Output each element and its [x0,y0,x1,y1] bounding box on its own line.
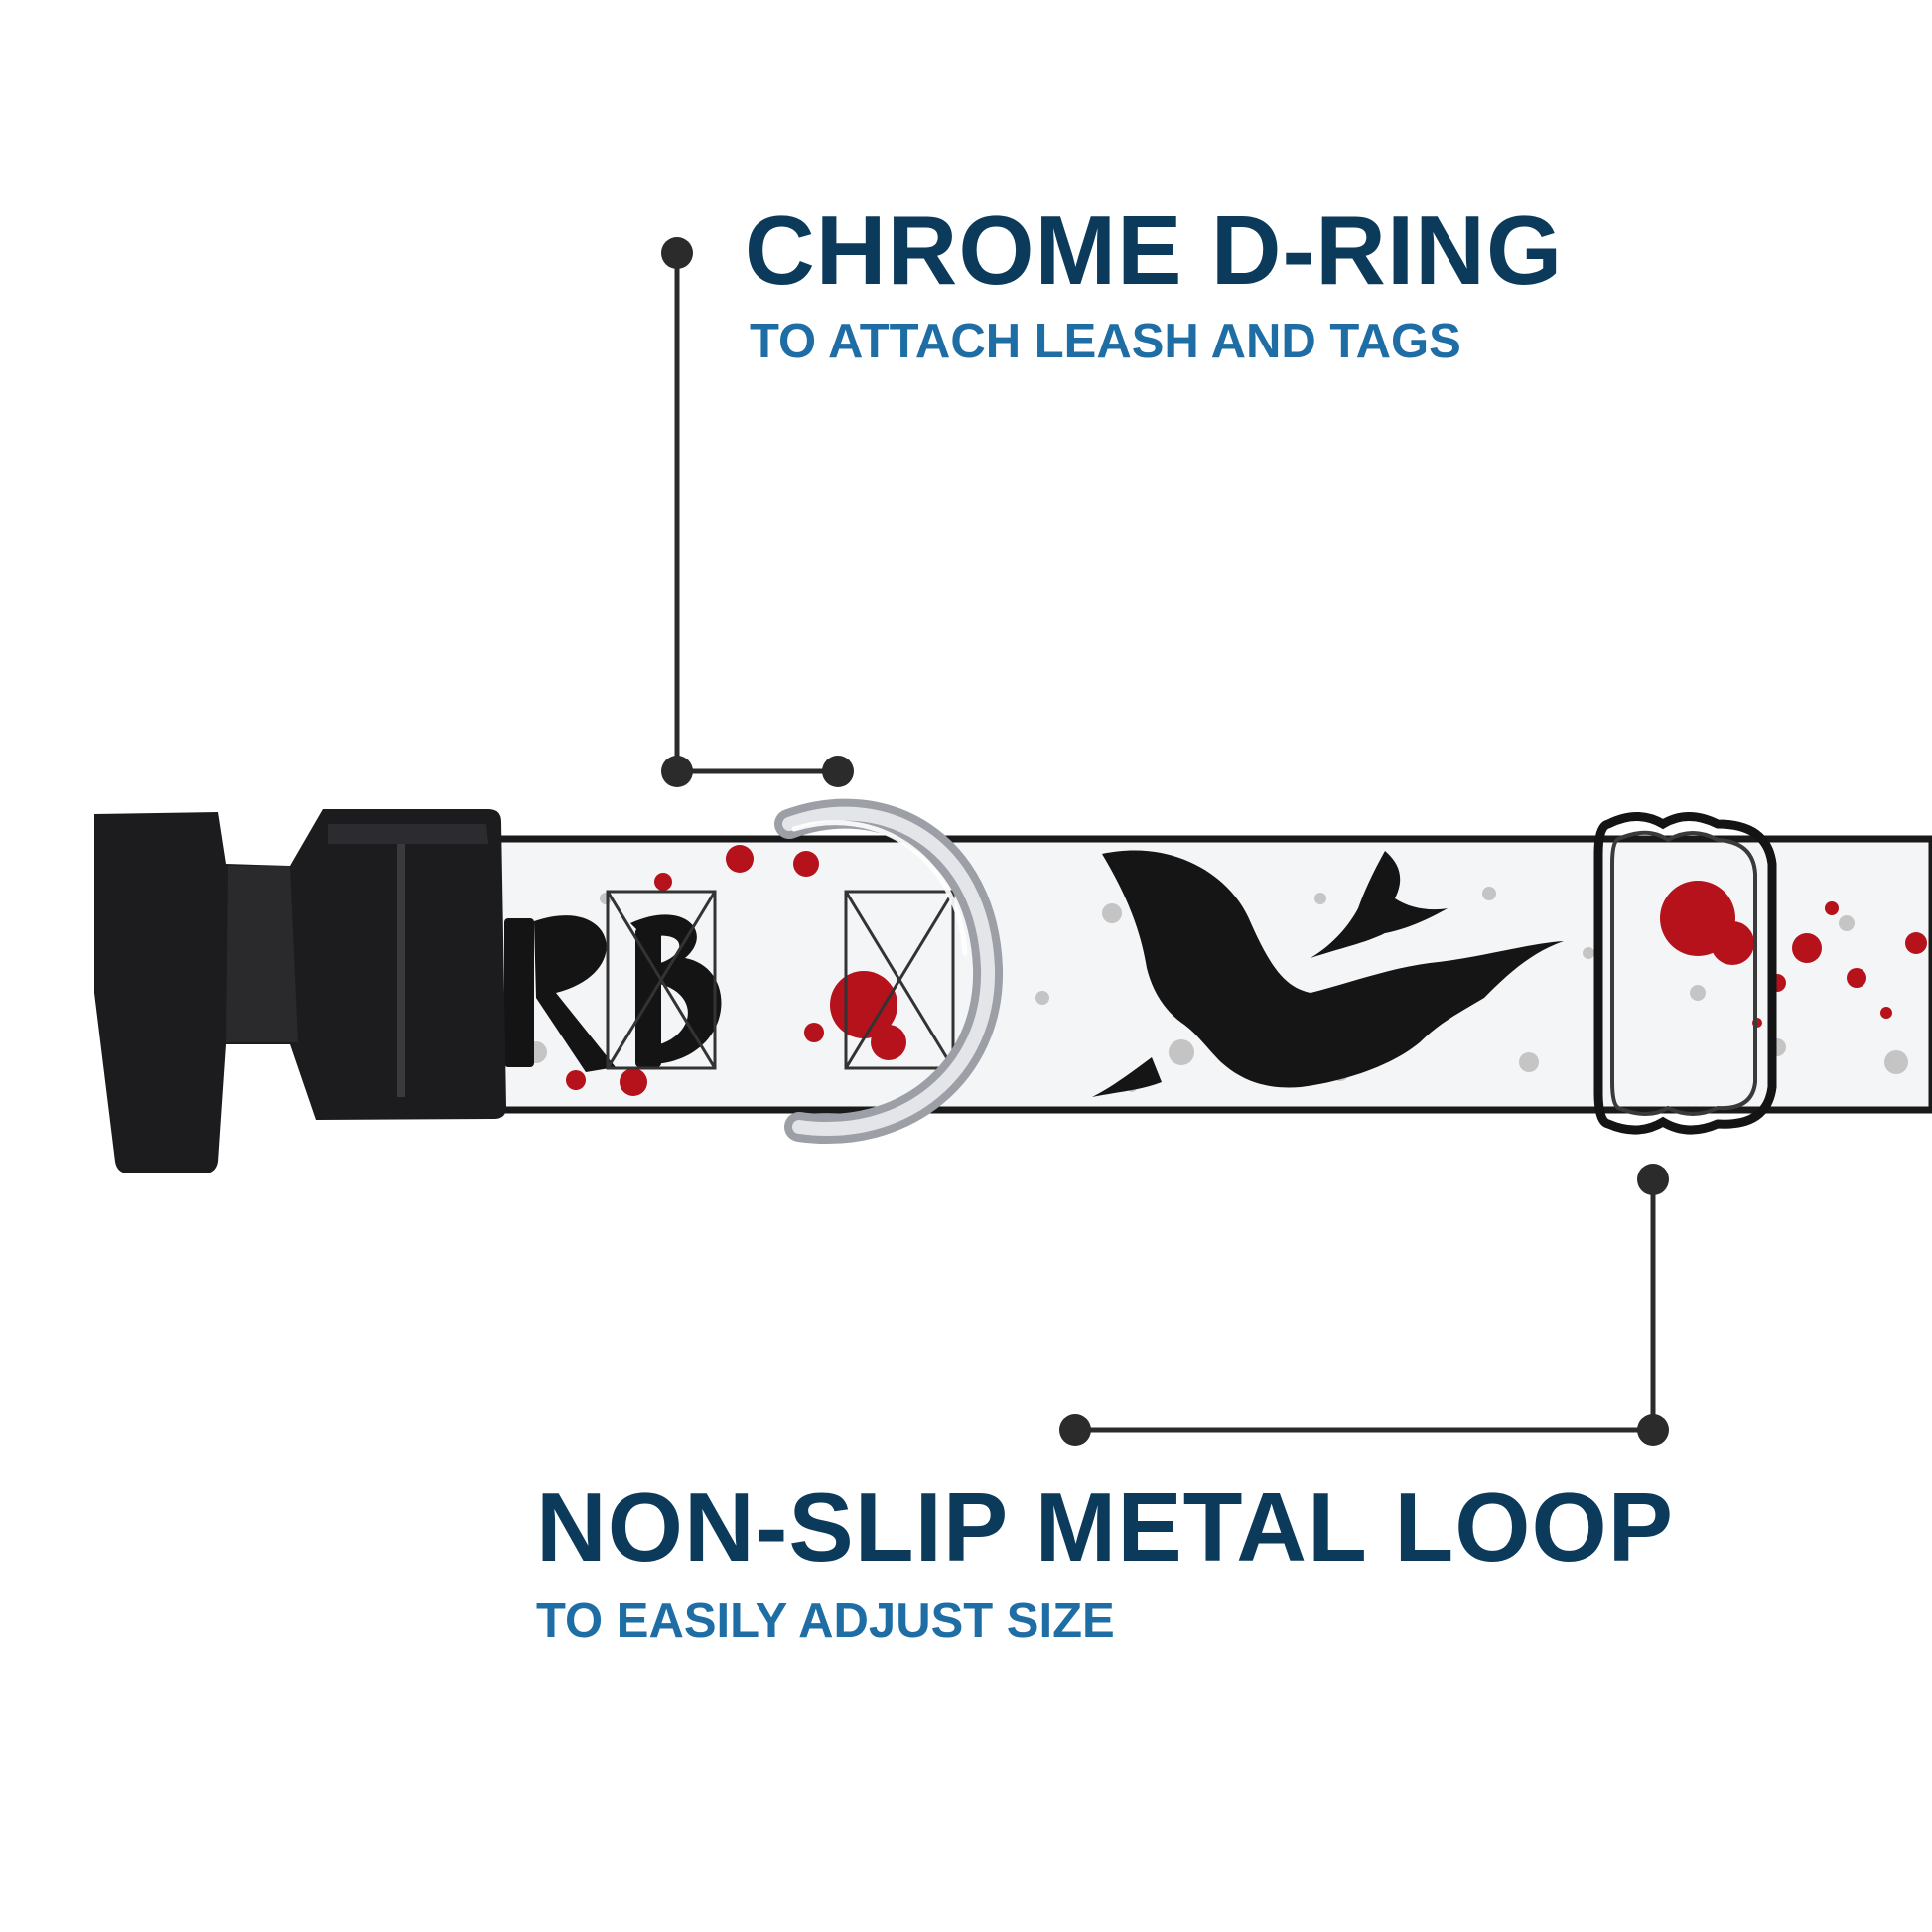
bat-silhouette-icon [1092,850,1564,1097]
leader-dot-d-ring-end [822,756,854,787]
metal-loop-callout-title: NON-SLIP METAL LOOP [536,1472,1675,1582]
leader-dot-d-ring-corner [661,756,693,787]
lettering-frames [606,890,955,1070]
leader-dot-loop-top [1637,1164,1669,1195]
d-ring-icon [774,798,1004,1144]
side-release-buckle-icon [94,809,506,1173]
collar-webbing [401,835,1932,1114]
leader-dot-d-ring-top [661,237,693,269]
metal-loop-callout-subtitle: TO EASILY ADJUST SIZE [536,1594,1115,1648]
slide-loop-icon [1593,812,1777,1135]
d-ring-callout-title: CHROME D-RING [745,196,1564,305]
leader-dot-loop-corner [1637,1414,1669,1446]
leader-dot-loop-end [1059,1414,1091,1446]
leader-line-metal-loop [1075,1179,1656,1433]
d-ring-callout-subtitle: TO ATTACH LEASH AND TAGS [750,315,1461,368]
